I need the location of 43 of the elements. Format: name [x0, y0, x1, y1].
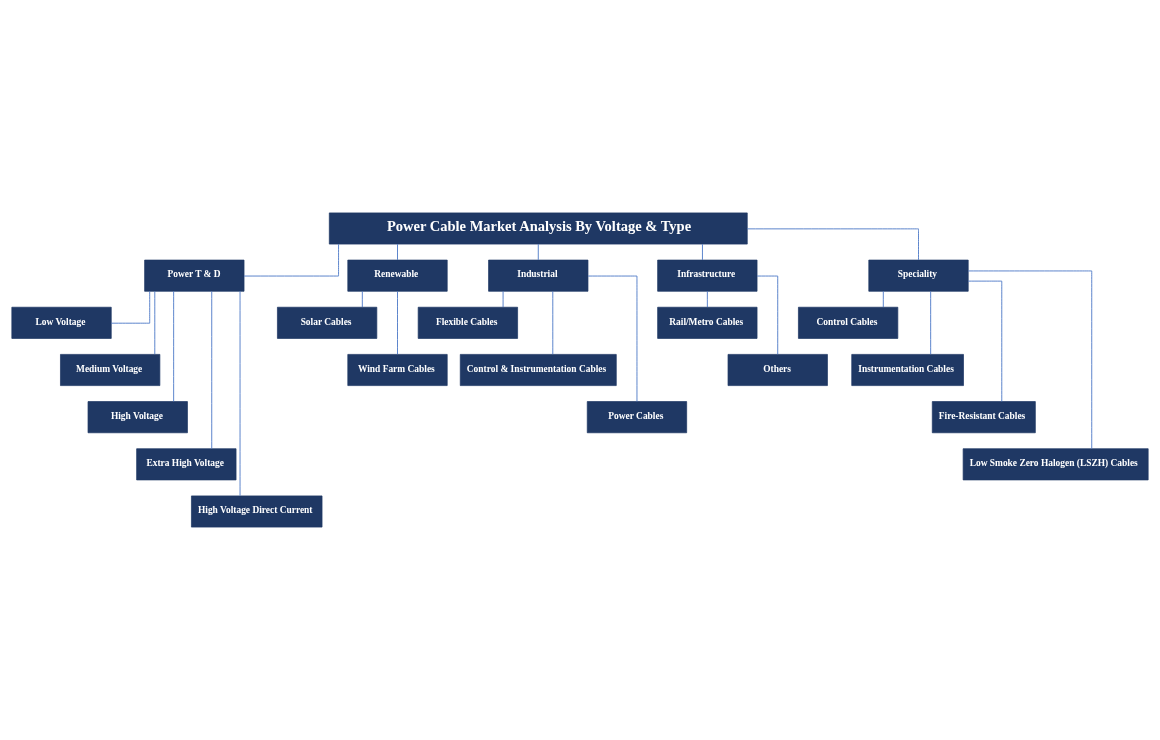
connector [110, 291, 151, 324]
connector [397, 291, 398, 355]
node-box: Power Cable Market Analysis By Voltage & Type [328, 212, 748, 245]
node-box: Speciality [868, 259, 969, 292]
node-box: Low Smoke Zero Halogen (LSZH) Cables [962, 448, 1149, 481]
node-box: Renewable [347, 259, 448, 292]
node-box: Industrial [488, 259, 589, 292]
node-box: Wind Farm Cables [347, 354, 448, 386]
node-box: Others [727, 354, 828, 386]
connector [967, 270, 1093, 449]
node-box: Power Cables [586, 401, 688, 434]
connector [587, 275, 638, 402]
connector [930, 291, 932, 355]
connector [154, 291, 156, 355]
connector [756, 275, 779, 355]
node-box: Fire-Resistant Cables [931, 401, 1036, 434]
node-box: Extra High Voltage [136, 448, 237, 481]
node-box: Power T & D [144, 259, 245, 292]
connector [537, 243, 539, 261]
node-box: Low Voltage [11, 306, 112, 339]
connector [702, 243, 703, 261]
node-box: High Voltage Direct Current [191, 495, 323, 528]
node-box: Rail/Metro Cables [657, 306, 758, 339]
node-box: Medium Voltage [60, 354, 161, 386]
connector [882, 290, 884, 308]
node-box: Control & Instrumentation Cables [459, 354, 617, 386]
connector [552, 291, 554, 355]
node-box: Solar Cables [277, 306, 378, 339]
connector [746, 228, 919, 261]
node-box: Infrastructure [657, 259, 758, 292]
connector [397, 243, 398, 261]
node-box: Control Cables [798, 306, 899, 339]
node-box: Instrumentation Cables [851, 354, 964, 386]
node-box: Flexible Cables [417, 306, 518, 339]
node-box: High Voltage [87, 401, 188, 434]
connector [967, 280, 1003, 402]
connector [502, 290, 504, 308]
connector [243, 243, 339, 277]
connector [239, 290, 241, 497]
connector [211, 291, 213, 449]
connector [173, 290, 175, 402]
connector [361, 290, 363, 308]
connector [706, 290, 708, 308]
